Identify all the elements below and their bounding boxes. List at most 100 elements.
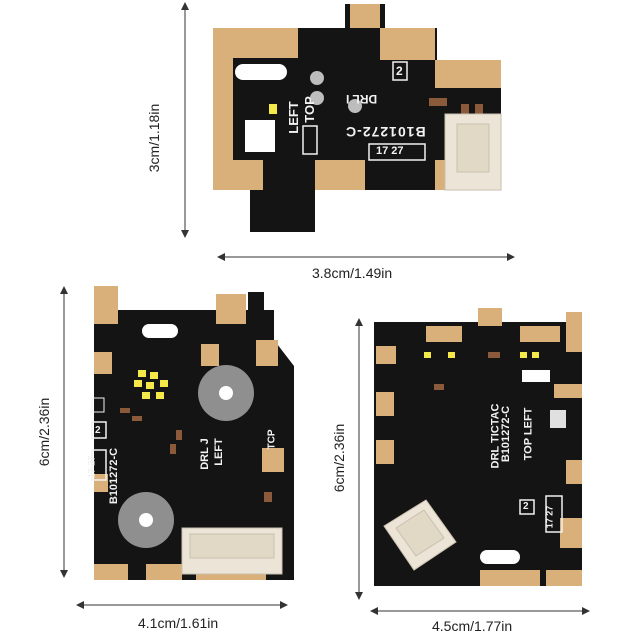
left-pad [216,294,246,324]
right-pad [520,326,560,342]
left-pcb-board [86,280,296,585]
left-led [156,392,164,399]
right-pad [560,518,582,548]
top-silkscreen-top: TOP [301,96,317,123]
top-test-point [310,71,324,85]
left-led [138,370,146,377]
right-pad [376,440,394,464]
top-num-box [392,61,408,81]
right-silkscreen-top-left: TOP LEFT [522,407,535,461]
top-silkscreen-drl: DRL I [346,92,378,106]
top-test-point [348,99,362,113]
right-led [448,352,455,358]
top-label-patch [302,125,318,155]
left-silkscreen-left: LEFT [212,438,225,466]
left-pad [146,564,182,580]
top-smd [475,104,483,114]
top-smd [461,104,469,114]
left-led [146,382,154,389]
right-width-dimension-line [370,607,590,615]
right-connector-inner [395,509,445,557]
left-pad [256,340,278,366]
right-height-label: 6cm/2.36in [331,423,348,493]
top-pad [213,28,298,58]
right-led [532,352,539,358]
left-smd [176,430,182,440]
top-silkscreen-left: LEFT [285,101,301,134]
right-pad [376,392,394,416]
top-height-label: 3cm/1.18in [146,103,163,173]
top-silkscreen-num: 2 [396,64,403,78]
left-width-label: 4.1cm/1.61in [138,615,219,631]
top-pad [233,160,263,190]
top-pad [315,160,365,190]
left-pad [94,474,108,492]
right-pad [554,384,582,398]
left-silkscreen-drl: DRL J [198,438,211,470]
left-height-dimension-line [60,286,68,578]
right-pcb-board [370,304,586,590]
left-smd [132,416,142,421]
right-pad [546,570,582,586]
top-connector-inner [456,123,490,173]
right-height-dimension-line [355,318,363,600]
top-pad [213,58,233,190]
right-silkscreen-num: 2 [523,501,529,512]
right-date-box [545,495,563,533]
top-smd [429,98,447,106]
right-pad [478,308,502,326]
left-silkscreen-part: B101272-C [108,447,121,505]
top-width-label: 3.8cm/1.49in [312,265,393,281]
left-silkscreen-tcp: TCP [266,429,278,450]
left-date-box [91,449,107,481]
right-slot [480,550,520,564]
right-pad [480,570,540,586]
right-led [520,352,527,358]
right-smd [434,384,444,390]
left-height-label: 6cm/2.36in [36,397,53,467]
top-pad [350,4,380,28]
right-width-label: 4.5cm/1.77in [432,618,513,634]
left-width-dimension-line [76,601,288,609]
top-pad [380,28,435,60]
left-slot [142,324,178,338]
right-smd [488,352,500,358]
right-barcode [550,410,566,428]
top-test-point [310,91,324,105]
left-smd [170,444,176,454]
right-num-box [519,499,535,515]
left-label-patch [91,397,105,413]
right-slot [522,370,550,382]
left-smd [264,492,272,502]
right-silkscreen-part: B101272-C [500,405,513,463]
left-connector-inner [189,533,275,559]
left-silkscreen-date: 17 27 [86,455,97,479]
top-height-dimension-line [181,2,189,238]
left-pad [94,352,112,374]
top-slot [235,64,287,80]
top-pcb-body [213,4,501,232]
left-pad [262,448,284,472]
left-pad [201,344,219,366]
top-silkscreen-part: B101272-C [345,124,426,140]
right-pad [566,460,582,484]
left-led [134,380,142,387]
top-led [269,104,277,114]
right-silkscreen-date: 17 27 [544,505,555,529]
right-led [424,352,431,358]
top-silkscreen-date: 17 27 [376,145,404,157]
left-num-box [91,421,107,439]
left-led [150,372,158,379]
right-pad [566,312,582,352]
left-led [160,380,168,387]
left-mount-hole [219,386,233,400]
left-smd [120,408,130,413]
top-slot [245,120,275,152]
top-date-box [368,143,426,161]
left-silkscreen-num: 2 [95,425,101,436]
top-pad [435,60,501,88]
right-pad [426,326,462,342]
left-pad [94,564,128,580]
left-mount-hole [139,513,153,527]
left-led [142,392,150,399]
